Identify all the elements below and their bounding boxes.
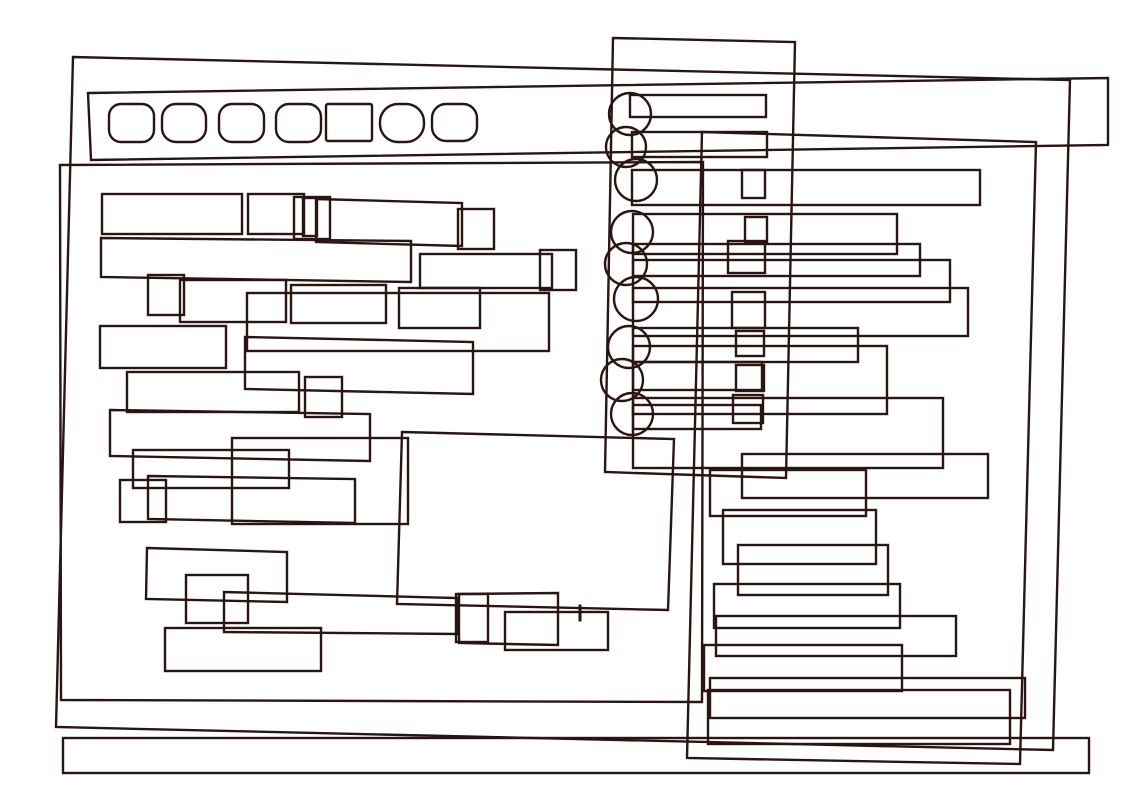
box: [708, 468, 868, 518]
box: [457, 591, 560, 647]
box: [146, 474, 357, 525]
list-marker-icon: [604, 125, 648, 169]
box: [146, 273, 186, 317]
box: [314, 197, 464, 248]
list-marker-icon: [599, 357, 645, 403]
box: [734, 363, 766, 393]
center-column-frame: [603, 36, 797, 480]
toolbar-button-2[interactable]: [160, 102, 208, 144]
toolbar-button-7[interactable]: [430, 102, 479, 143]
box: [163, 626, 323, 673]
list-marker-icon: [612, 275, 660, 323]
box: [184, 573, 250, 625]
box: [454, 592, 490, 644]
toolbar-button-6[interactable]: [378, 102, 426, 144]
list-marker-icon: [609, 391, 655, 437]
list-bar: [631, 403, 763, 431]
list-bar: [631, 286, 970, 338]
box: [702, 643, 904, 693]
box: [730, 290, 767, 330]
box: [743, 215, 769, 245]
box: [731, 393, 765, 425]
box: [99, 236, 413, 284]
toolbar-button-1[interactable]: [107, 102, 156, 144]
toolbar-buttons: [107, 102, 479, 144]
list-bar: [631, 258, 952, 304]
box: [736, 543, 890, 597]
box: [726, 239, 767, 275]
left-panel-frame: [58, 160, 705, 704]
window-frames: [54, 36, 1110, 775]
box: [292, 195, 332, 241]
box: [708, 676, 1027, 720]
list-bar: [630, 130, 769, 159]
box: [740, 168, 767, 200]
box: [418, 252, 554, 290]
box: [303, 375, 344, 419]
box: [712, 582, 902, 630]
main-window-frame: [54, 55, 1072, 752]
box: [118, 478, 168, 524]
box: [131, 448, 291, 490]
right-panel-frame: [685, 130, 1038, 766]
box: [243, 335, 475, 396]
list-marker-icon: [613, 157, 659, 203]
box: [706, 688, 1012, 746]
list-marker-icon: [603, 241, 649, 287]
list-bar: [631, 360, 764, 392]
list-bar: [630, 168, 982, 207]
box: [144, 546, 289, 604]
box: [100, 192, 244, 236]
box: [734, 329, 766, 358]
box: [230, 436, 410, 526]
right-panel-boxes: [702, 168, 1027, 746]
status-bar: [61, 736, 1091, 775]
list-marker-icon: [607, 91, 653, 137]
large-content-area: [395, 430, 676, 612]
list-marker-icon: [609, 209, 655, 255]
list-bar: [631, 396, 945, 470]
box: [98, 324, 228, 370]
list-bar: [628, 93, 768, 119]
box: [397, 286, 482, 330]
toolbar-frame: [86, 76, 1110, 162]
toolbar-button-3[interactable]: [217, 102, 266, 144]
box: [125, 370, 301, 414]
box: [714, 614, 958, 658]
box: [721, 508, 878, 566]
box: [178, 278, 288, 324]
box: [246, 192, 306, 236]
box: [245, 291, 551, 353]
box: [289, 283, 388, 325]
box: [456, 207, 496, 251]
box: [108, 408, 372, 463]
box: [538, 248, 578, 292]
left-panel-boxes: [98, 192, 676, 673]
toolbar-button-5[interactable]: [324, 102, 374, 143]
toolbar-button-4[interactable]: [274, 102, 323, 144]
box: [503, 610, 610, 652]
list-marker-icon: [606, 324, 652, 370]
